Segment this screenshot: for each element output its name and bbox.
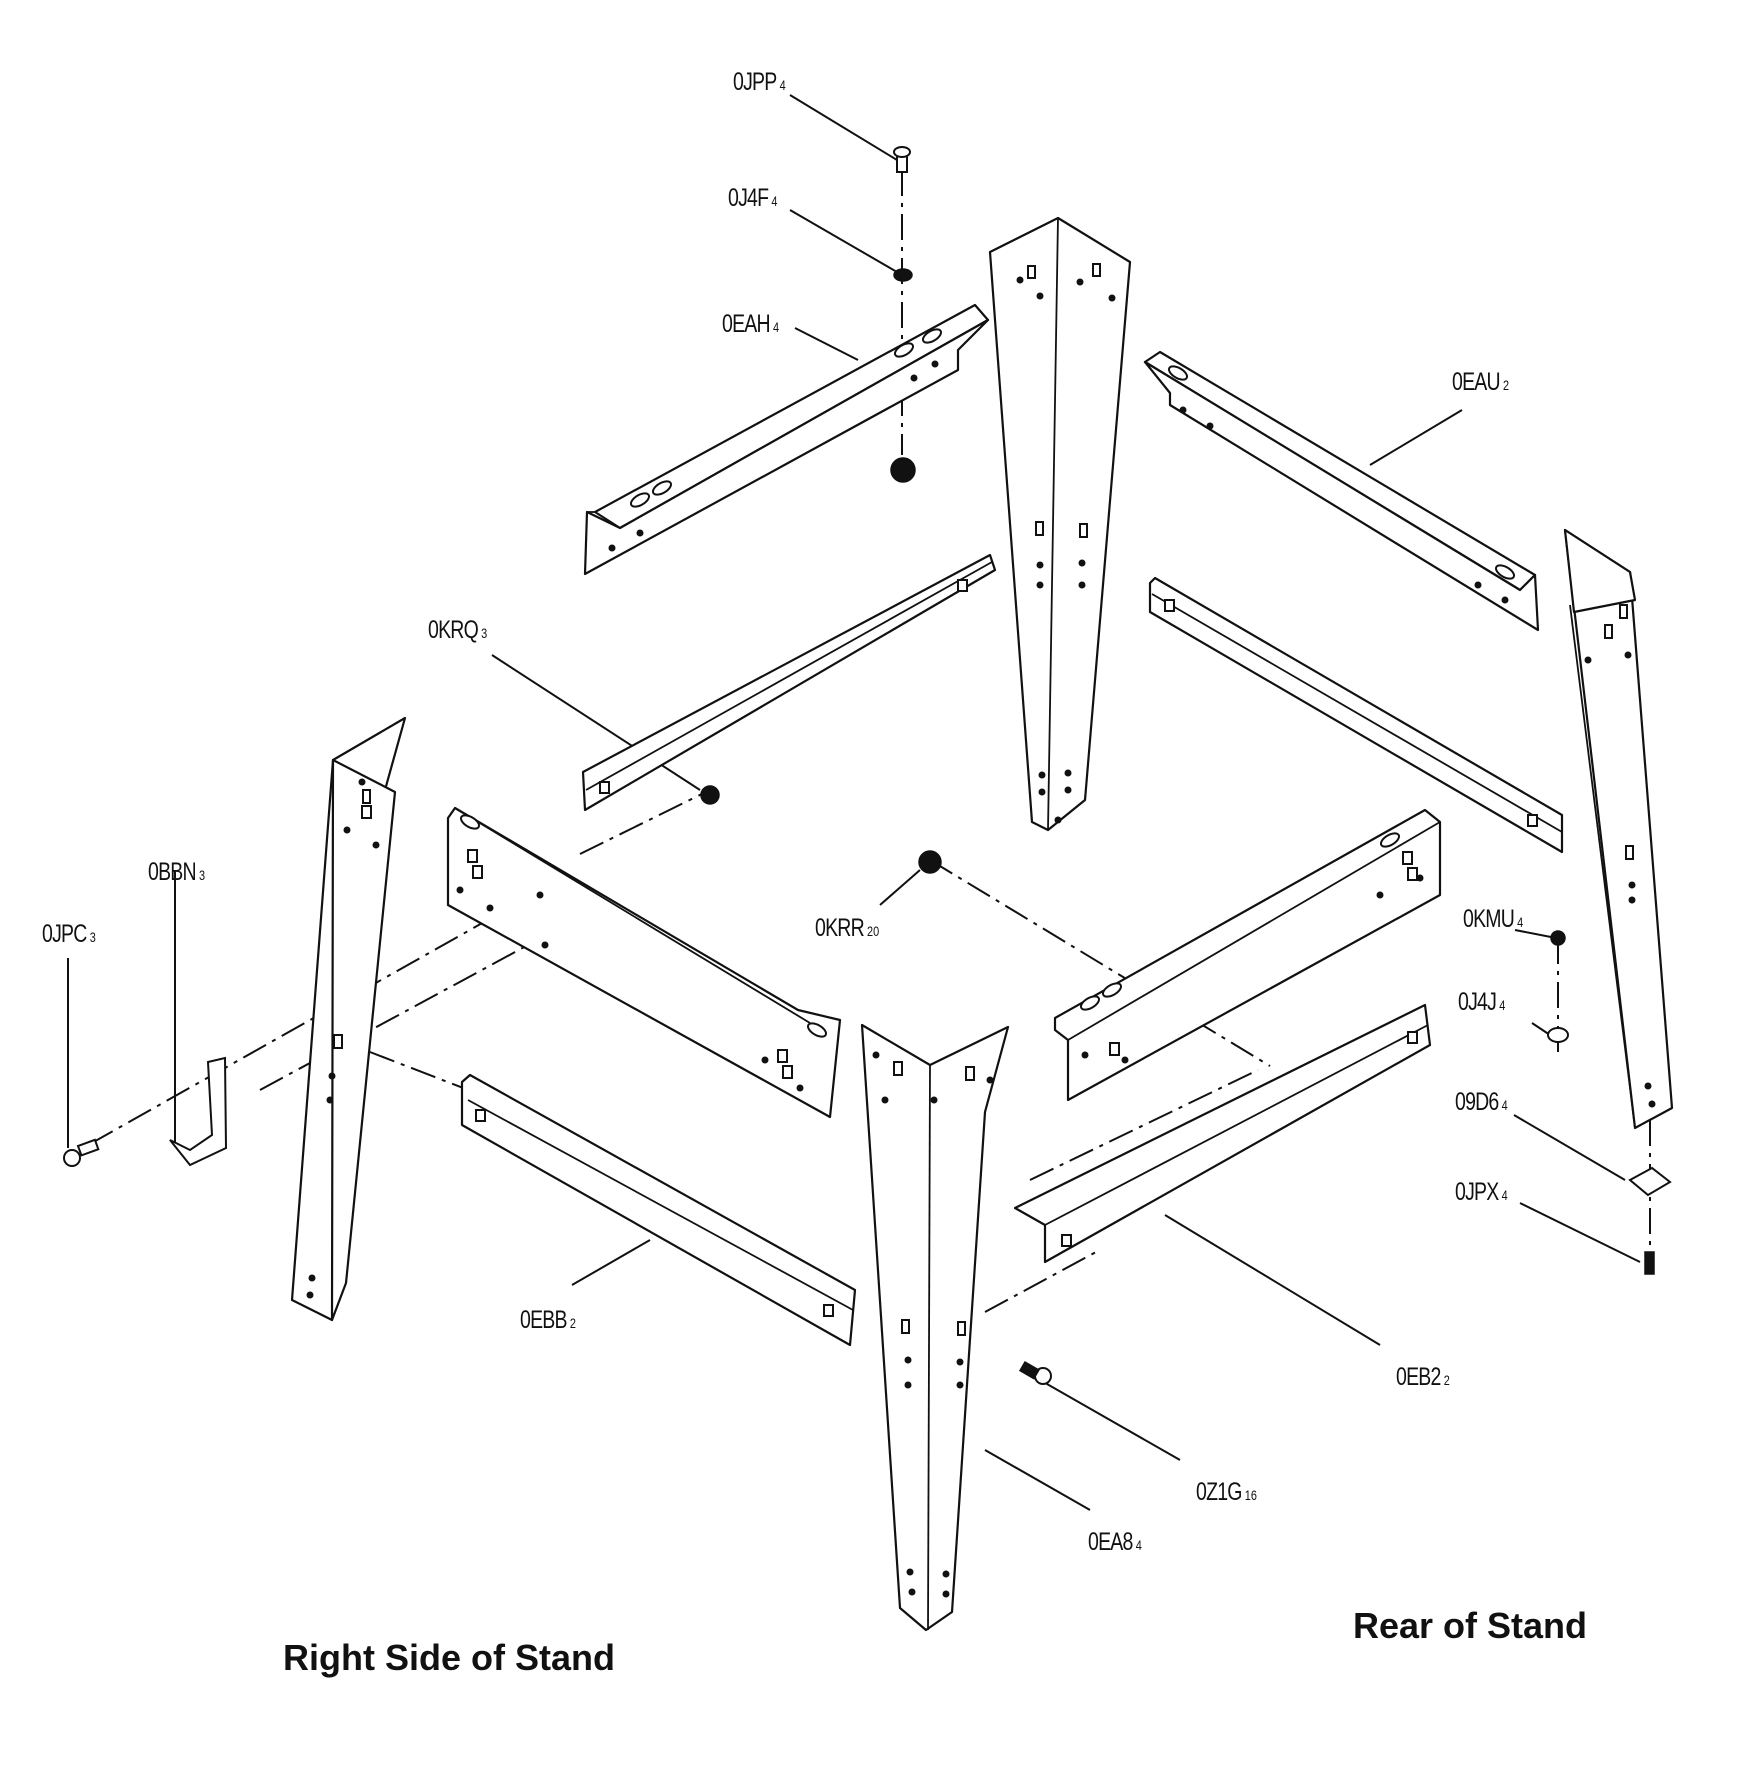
rear-left-leg	[988, 216, 1132, 832]
stretcher-lower-left	[460, 1073, 857, 1347]
caption-rear: Rear of Stand	[1353, 1605, 1588, 1646]
apron-top-left	[583, 303, 990, 576]
rear-right-leg	[1563, 528, 1674, 1130]
stretcher-lower-right	[1013, 1003, 1432, 1264]
leader-lines	[67, 94, 1641, 1511]
stretcher-upper-right	[1148, 576, 1564, 854]
front-left-leg	[290, 716, 407, 1322]
apron-middle-right	[1053, 808, 1442, 1102]
stretcher-upper-left	[581, 553, 997, 812]
center-lines	[89, 170, 1651, 1313]
hardware	[63, 146, 1672, 1385]
caption-right-side: Right Side of Stand	[283, 1637, 615, 1678]
front-right-leg	[860, 1023, 1010, 1632]
apron-top-right	[1143, 350, 1540, 632]
apron-middle-left	[446, 806, 842, 1119]
